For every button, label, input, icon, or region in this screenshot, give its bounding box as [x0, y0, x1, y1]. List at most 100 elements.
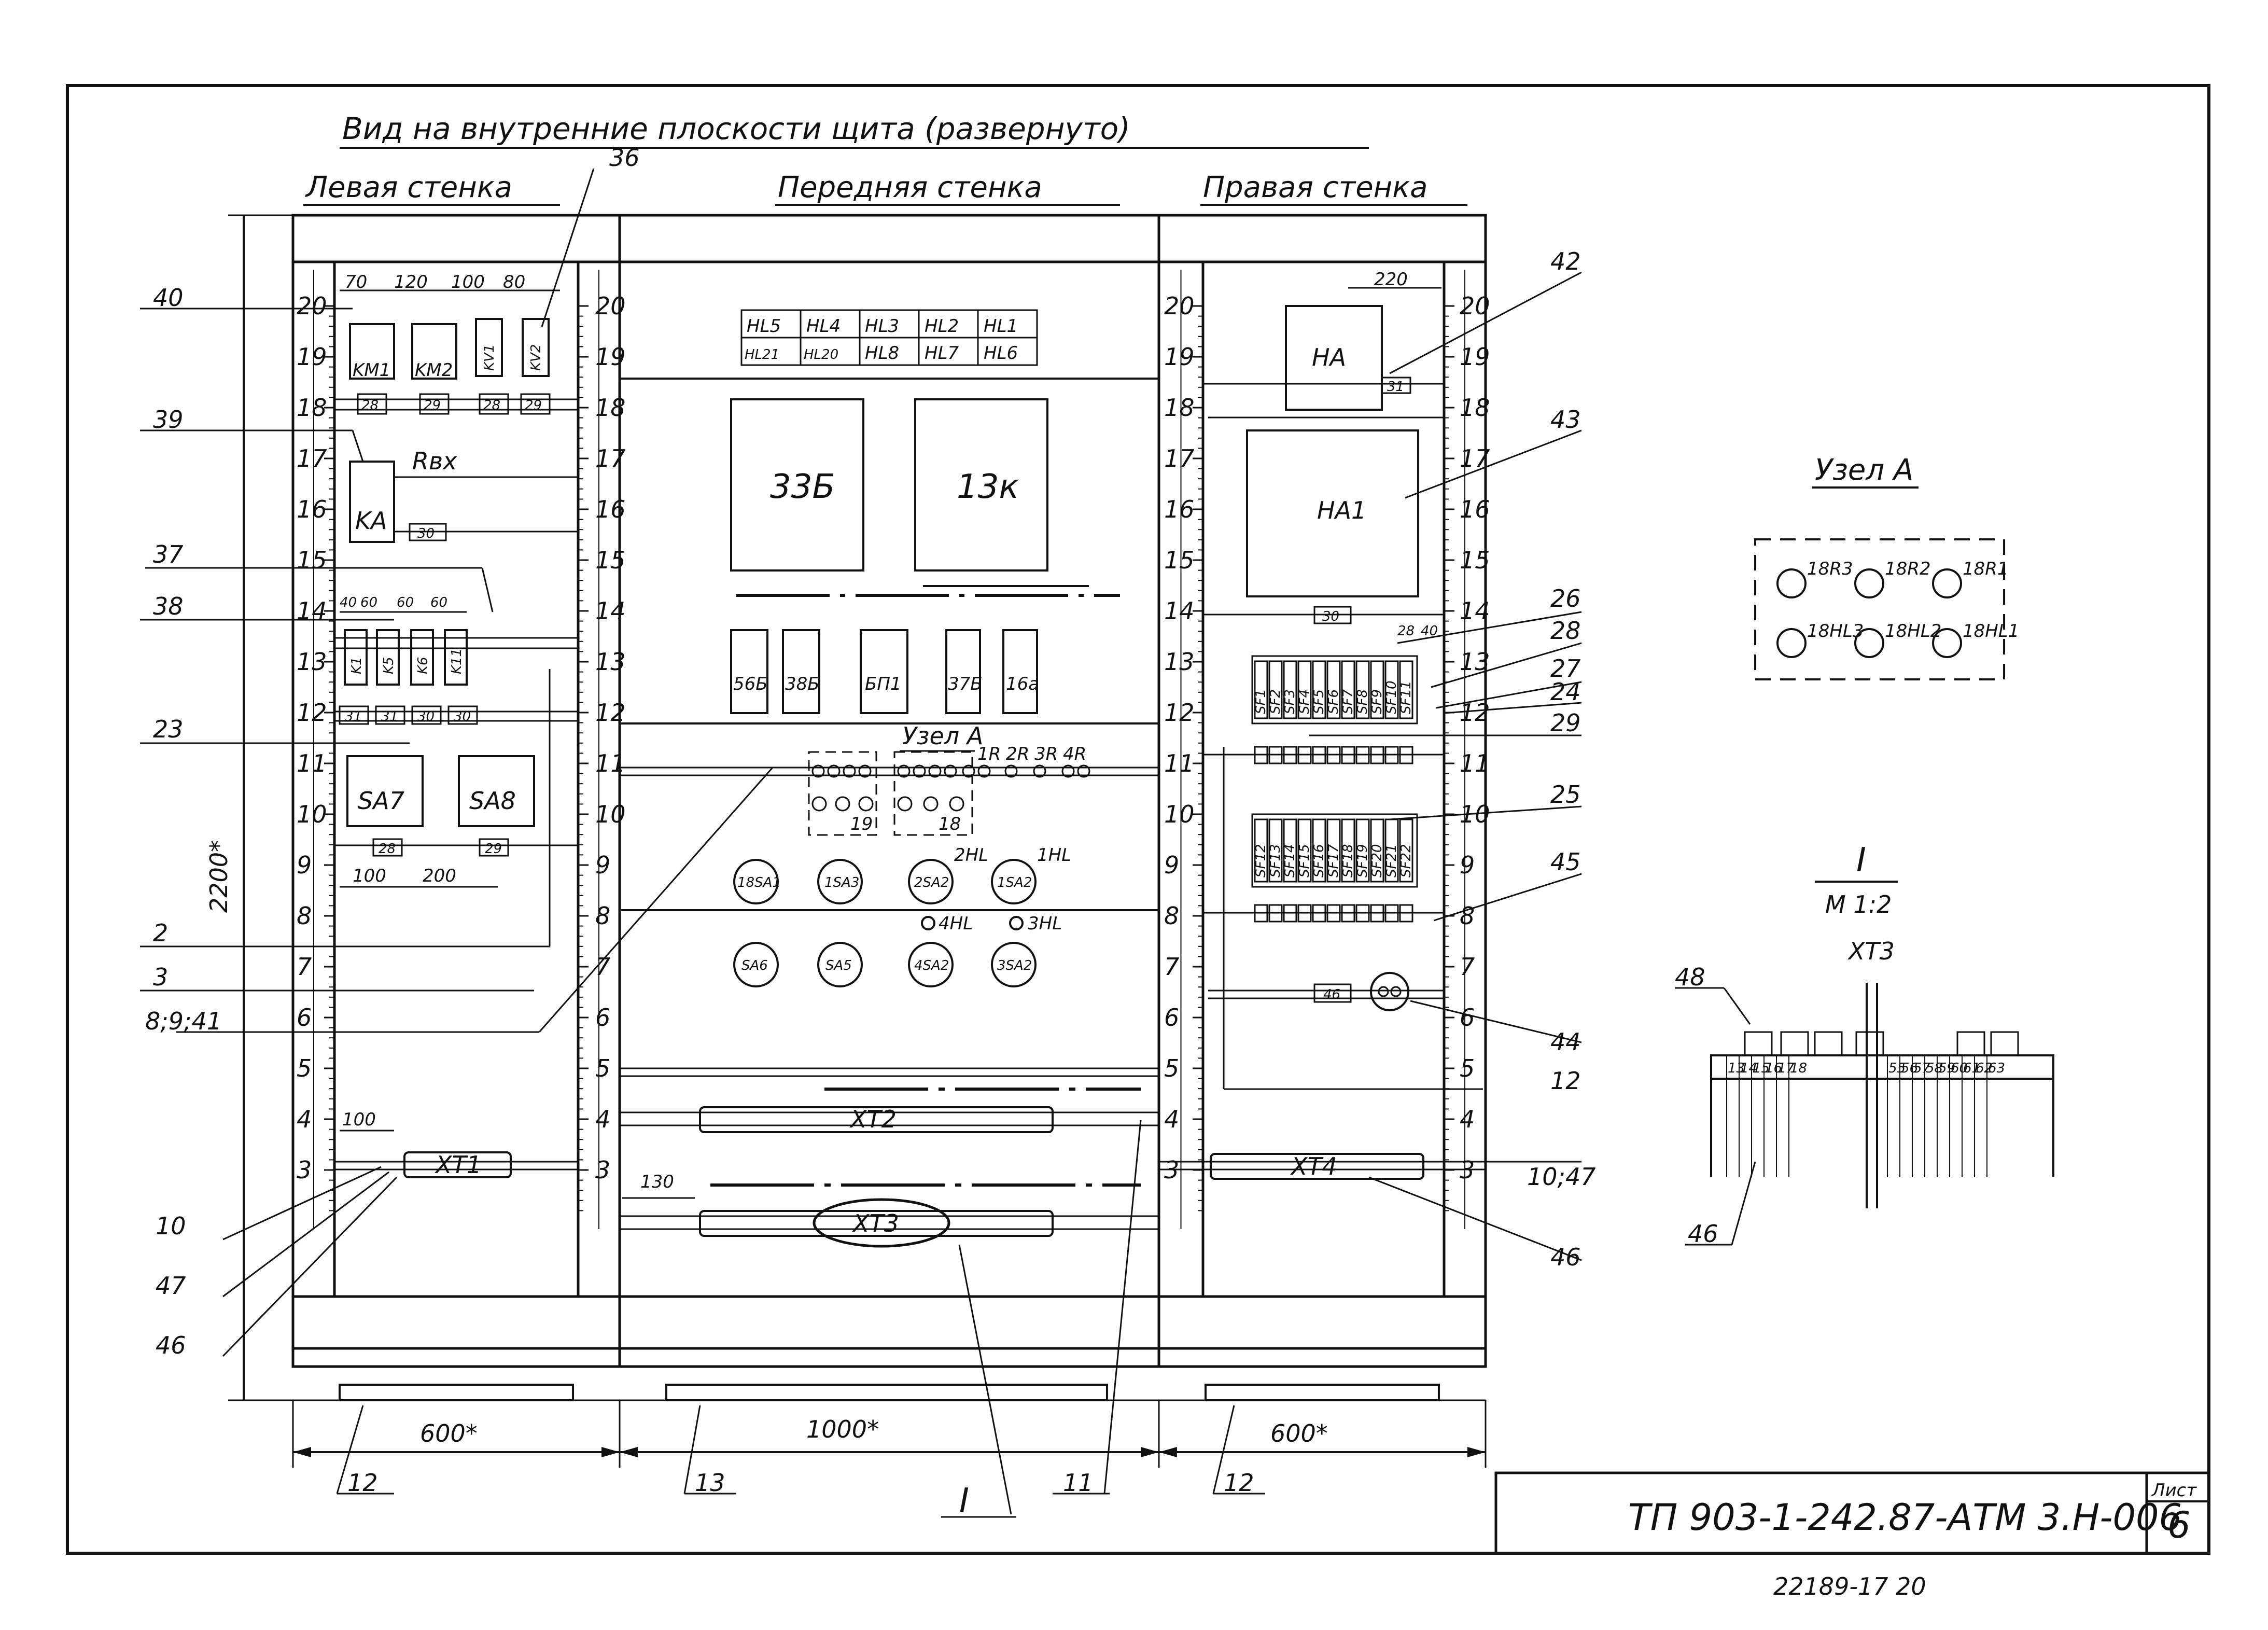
lamp-hl21: HL21	[745, 347, 779, 363]
callout-37: 37	[153, 540, 184, 568]
switch-4sa2: 4SA2	[914, 958, 949, 973]
breaker-label: SF12	[1253, 844, 1269, 877]
breaker-sf22	[1399, 818, 1413, 883]
title-block: ТП 903-1-242.87-АТМ 3.Н-006 Лист 6	[1494, 1471, 2210, 1555]
detail-cell-number: 61	[1963, 1061, 1980, 1076]
detail-cell-number: 13	[1728, 1061, 1745, 1076]
breaker-label: SF9	[1369, 689, 1385, 714]
callout-29: 29	[1550, 709, 1581, 737]
callout-47: 47	[156, 1272, 186, 1300]
terminal-dot	[1061, 764, 1075, 778]
terminal-xt3: XT3	[852, 1209, 899, 1237]
marker-30a: 30	[417, 709, 435, 725]
breaker-sf17	[1326, 818, 1341, 883]
detail-cell-number: 16	[1765, 1061, 1782, 1076]
breaker-label: SF8	[1355, 689, 1370, 714]
node-a-label: Узел А	[902, 722, 983, 750]
strip-terminal	[1370, 904, 1384, 923]
relay-k5: K5	[381, 657, 397, 674]
callout-42: 42	[1550, 247, 1581, 275]
scale-rails: 2019181716151413121110987654320191817161…	[297, 270, 1490, 1229]
breaker-sf13	[1268, 818, 1283, 883]
height-dimension-label: 2200*	[205, 840, 233, 913]
scale-number: 6	[595, 1004, 610, 1032]
device-ha1: HA1	[1317, 496, 1366, 524]
breaker-label: SF10	[1384, 680, 1399, 714]
breaker-sf8	[1355, 660, 1370, 719]
sheet-label: Лист	[2151, 1480, 2197, 1501]
callout-3: 3	[153, 963, 168, 991]
terminal-xt2: XT2	[849, 1105, 897, 1133]
switch-sa8: SA8	[469, 787, 516, 815]
drawing-title: Вид на внутренние плоскости щита (развер…	[342, 111, 1130, 146]
terminal-dot	[1004, 764, 1018, 778]
detail-cell-number: 62	[1976, 1061, 1993, 1076]
scale-number: 19	[595, 343, 626, 371]
breaker-label: SF20	[1369, 844, 1385, 877]
terminal-xt1: XT1	[435, 1151, 482, 1179]
breaker-label: SF11	[1398, 680, 1414, 714]
ka-relay: KA	[355, 507, 387, 535]
marker-46-right: 46	[1323, 987, 1340, 1002]
breaker-sf19	[1355, 818, 1370, 883]
dim-40: 40	[340, 595, 357, 610]
switch-1sa2: 1SA2	[997, 875, 1032, 890]
terminal-dot	[962, 764, 975, 778]
detail-marker	[1744, 1031, 1773, 1056]
node-a-18r3: 18R3	[1807, 559, 1853, 579]
terminal-strip-1	[1203, 746, 1444, 764]
scale-number: 13	[1164, 648, 1195, 676]
callout-43: 43	[1550, 406, 1581, 434]
lamp-dot	[923, 796, 939, 812]
strip-terminal	[1326, 904, 1341, 923]
node-a-detail: Узел А 18R3 18R2 18R1 18HL3 18HL2 18HL1	[1754, 453, 2019, 680]
breaker-label: SF5	[1311, 689, 1327, 714]
breaker-label: SF7	[1340, 689, 1356, 714]
device-33b: 33Б	[770, 468, 835, 506]
strip-terminal	[1370, 746, 1384, 764]
detail-marker	[1855, 1031, 1884, 1056]
relay-kv2: KV2	[528, 344, 544, 371]
scale-number: 14	[595, 597, 626, 625]
node-a-18hl2: 18HL2	[1885, 621, 1941, 642]
callout-12-bottom-right: 12	[1224, 1469, 1254, 1497]
terminal-dot	[913, 764, 926, 778]
breaker-sf2	[1268, 660, 1283, 719]
breaker-label: SF15	[1297, 844, 1312, 877]
callout-46-left: 46	[156, 1331, 186, 1359]
front-wall: HL5 HL4 HL3 HL2 HL1 HL21 HL20 HL8 HL7 HL…	[620, 309, 1159, 1248]
device-13k: 13к	[957, 468, 1019, 506]
detail-i-terminal: XT3	[1847, 937, 1895, 965]
detail-i-callout-46: 46	[1688, 1220, 1718, 1248]
relay-km2: KM2	[415, 360, 453, 381]
node-a-title: Узел А	[1815, 453, 1913, 487]
breaker-label: SF4	[1297, 689, 1312, 714]
relay-k1: K1	[349, 657, 365, 674]
strip-terminal	[1268, 904, 1283, 923]
plinth-slots	[339, 1384, 1440, 1401]
breaker-sf3	[1283, 660, 1297, 719]
callout-i-bottom: I	[959, 1482, 969, 1520]
strip-terminal	[1399, 746, 1413, 764]
callout-8-9-41: 8;9;41	[145, 1007, 222, 1035]
strip-terminal	[1341, 746, 1355, 764]
height-dimension: 2200*	[205, 214, 293, 1401]
terminal-dot	[843, 764, 856, 778]
callout-27: 27	[1550, 654, 1581, 682]
lamp-dot	[858, 796, 874, 812]
breaker-label: SF17	[1326, 844, 1341, 877]
terminal-dot	[1033, 764, 1046, 778]
detail-cell-number: 18	[1790, 1061, 1807, 1076]
marker-31b: 31	[381, 709, 398, 725]
terminal-dot	[977, 764, 991, 778]
scale-number: 11	[297, 749, 327, 777]
breaker-label: SF3	[1282, 689, 1298, 714]
detail-cell-number: 14	[1740, 1061, 1757, 1076]
scale-number: 19	[297, 343, 327, 371]
scale-number: 9	[595, 851, 610, 879]
strip-terminal	[1283, 904, 1297, 923]
block-16a: 16а	[1006, 674, 1039, 694]
node-a-18hl1: 18HL1	[1963, 621, 2019, 642]
